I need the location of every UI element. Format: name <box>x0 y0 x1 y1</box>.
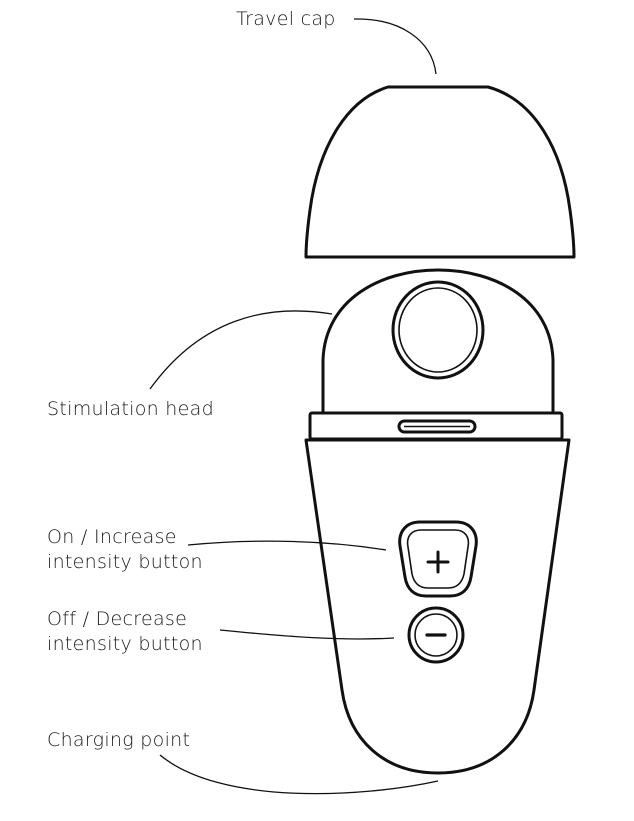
label-stimulation-head: Stimulation head <box>47 398 214 420</box>
label-off-decrease-line2: intensity button <box>47 633 203 655</box>
stimulation-head-pad <box>391 280 485 380</box>
on-increase-button[interactable] <box>398 520 478 598</box>
neck-band <box>308 411 564 441</box>
label-travel-cap: Travel cap <box>236 8 336 30</box>
leader-charging-point <box>159 754 439 795</box>
label-on-increase-line2: intensity button <box>47 551 203 573</box>
stimulation-head <box>321 268 555 416</box>
plus-icon <box>426 550 450 574</box>
leader-on-increase <box>187 540 387 551</box>
handle-body <box>304 438 571 775</box>
travel-cap <box>304 85 576 259</box>
leader-stimulation-head <box>149 310 333 390</box>
label-on-increase-line1: On / Increase <box>47 526 177 548</box>
off-decrease-button[interactable] <box>407 606 465 664</box>
label-charging-point: Charging point <box>47 729 191 751</box>
leader-off-decrease <box>219 629 395 640</box>
leader-travel-cap <box>353 18 437 75</box>
stimulation-head-pad-inner <box>398 287 478 373</box>
label-off-decrease-line1: Off / Decrease <box>47 608 188 630</box>
